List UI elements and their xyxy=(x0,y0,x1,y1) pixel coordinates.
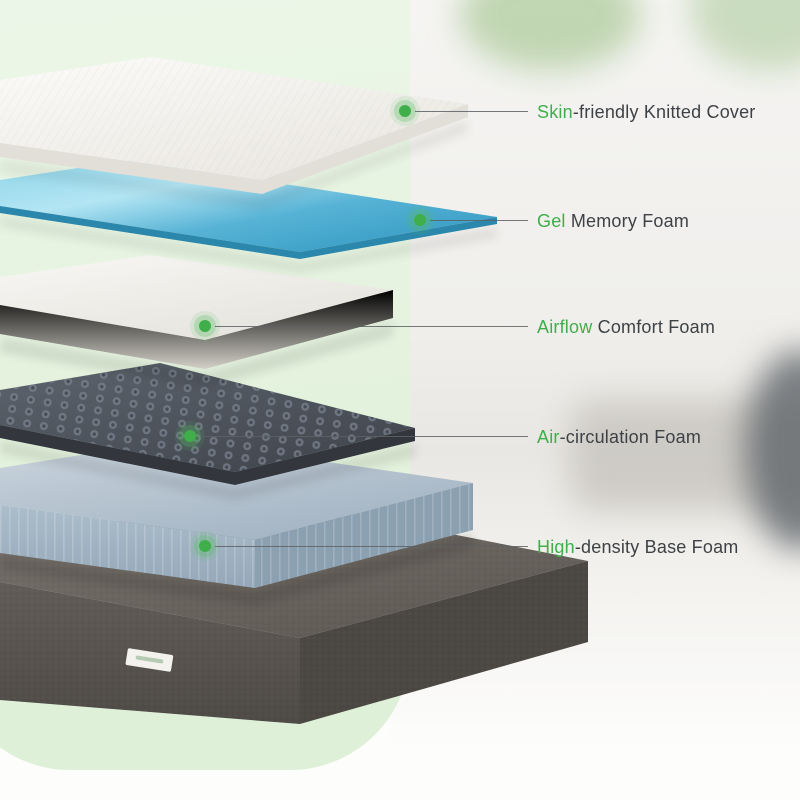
callout-line xyxy=(215,546,528,547)
layer-air-circulation-foam xyxy=(0,363,415,485)
label-highlight: Airflow xyxy=(537,317,593,337)
callout-label: Air-circulation Foam xyxy=(537,426,701,448)
callout-label: Airflow Comfort Foam xyxy=(537,316,715,338)
label-rest: Memory Foam xyxy=(565,211,690,231)
label-rest: -density Base Foam xyxy=(574,537,739,557)
callout-label: Skin-friendly Knitted Cover xyxy=(537,101,756,123)
layer-marker-dot xyxy=(399,105,411,117)
label-highlight: Skin xyxy=(537,102,573,122)
label-rest: -circulation Foam xyxy=(559,427,702,447)
label-highlight: High xyxy=(537,537,575,557)
label-rest: -friendly Knitted Cover xyxy=(572,102,756,122)
callout-line xyxy=(415,111,528,112)
callout-label: Gel Memory Foam xyxy=(537,210,689,232)
layer-marker-dot xyxy=(414,214,426,226)
label-highlight: Air xyxy=(537,427,560,447)
layer-knitted-cover xyxy=(0,57,468,194)
layer-airflow-comfort-foam xyxy=(0,255,393,369)
callout-line xyxy=(215,326,528,327)
label-highlight: Gel xyxy=(537,211,566,231)
callout-line xyxy=(200,436,528,437)
callout-label: High-density Base Foam xyxy=(537,536,739,558)
callout-line xyxy=(430,220,528,221)
layer-marker-dot xyxy=(199,320,211,332)
layer-marker-dot xyxy=(184,430,196,442)
layer-marker-dot xyxy=(199,540,211,552)
label-rest: Comfort Foam xyxy=(592,317,716,337)
mattress-tag xyxy=(125,648,174,672)
